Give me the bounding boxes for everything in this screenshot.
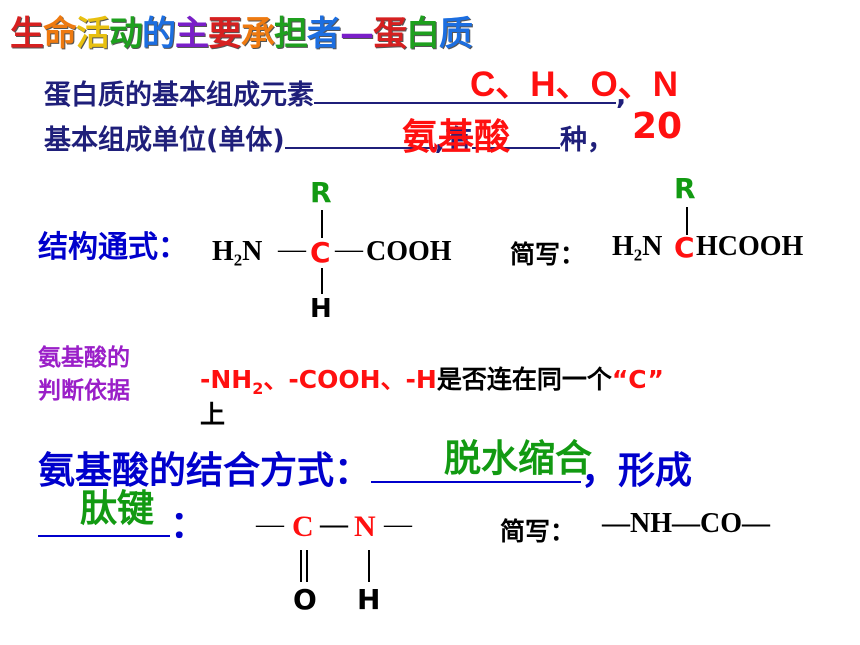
unit-question-mid: ,有: [434, 125, 472, 156]
peptide-short-formula: —NH—CO—: [602, 508, 770, 539]
peptide-c: C: [292, 510, 314, 543]
title-char: 担: [274, 14, 308, 54]
unit-blank: [284, 123, 435, 149]
short-formula-central-c: C: [674, 231, 695, 264]
criterion-sub: 2: [252, 379, 264, 398]
title-char: 活: [76, 14, 110, 54]
bond-question-end: ：: [170, 503, 207, 546]
peptide-nh-bond: [368, 550, 370, 582]
peptide-bond-mid: —: [320, 509, 348, 540]
peptide-o: O: [293, 583, 317, 616]
criterion-question: 是否连在同一个: [436, 365, 612, 394]
elements-question-text: 蛋白质的基本组成元素: [44, 80, 314, 111]
title-char: 质: [439, 14, 473, 54]
peptide-double-bond-1: [300, 550, 302, 582]
peptide-short-label: 简写：: [500, 517, 576, 546]
criterion-groups: 、-COOH、-H: [263, 365, 437, 394]
criterion-text: -NH2、-COOH、-H是否连在同一个“C”: [200, 360, 664, 398]
general-formula-bond-right: —: [335, 234, 363, 265]
title-char: 主: [175, 14, 209, 54]
bond-question: ：: [38, 494, 207, 548]
combination-blank: [371, 445, 581, 483]
general-formula-h: H: [310, 294, 332, 324]
title-char: 者: [307, 14, 341, 54]
bond-answer: 肽键: [80, 487, 154, 530]
peptide-h: H: [357, 583, 381, 616]
criterion-label-line1: 氨基酸的: [38, 345, 130, 371]
combination-question: 氨基酸的结合方式： ，形成: [38, 440, 692, 494]
elements-answer: C、H、O、N: [470, 65, 679, 104]
criterion-label-line2: 判断依据: [38, 378, 130, 404]
general-formula-bond-down: [321, 268, 323, 294]
combination-question-mid: ，形成: [581, 449, 692, 492]
elements-question-end: ,: [616, 80, 627, 111]
unit-question: 基本组成单位(单体) ,有 种，: [44, 118, 614, 157]
title-char: 白: [406, 14, 440, 54]
general-formula-carboxyl: COOH: [366, 236, 452, 267]
general-formula-central-c: C: [310, 236, 331, 269]
peptide-double-bond-2: [306, 550, 308, 582]
title-char: 命: [43, 14, 77, 54]
unit-question-end: 种，: [559, 125, 614, 156]
page-title: 生命活动的主要承担者—蛋白质: [10, 6, 473, 55]
unit-question-text: 基本组成单位(单体): [44, 125, 285, 156]
peptide-bond-right: —: [384, 509, 412, 540]
criterion-nh: -NH: [200, 365, 253, 394]
general-formula-label: 结构通式：: [38, 230, 188, 265]
criterion-label: 氨基酸的 判断依据: [38, 342, 130, 408]
short-formula-bond: [686, 207, 688, 235]
title-char: 要: [208, 14, 242, 54]
title-char: 承: [241, 14, 275, 54]
peptide-bond-left: —: [256, 509, 284, 540]
unit-answer: 氨基酸: [402, 117, 511, 158]
elements-blank: [314, 78, 616, 104]
combination-answer: 脱水缩合: [444, 437, 592, 480]
criterion-end: 上: [200, 400, 226, 429]
peptide-n: N: [354, 510, 376, 543]
title-char: 的: [142, 14, 176, 54]
bond-blank: [38, 499, 170, 537]
short-formula-amino: H₂N: [612, 231, 663, 262]
elements-question: 蛋白质的基本组成元素,: [44, 73, 626, 112]
title-char: 蛋: [373, 14, 407, 54]
general-formula-bond-up: [321, 210, 323, 238]
combination-question-text: 氨基酸的结合方式：: [38, 449, 371, 492]
title-char: 动: [109, 14, 143, 54]
short-formula-label: 简写：: [510, 240, 586, 269]
short-formula-rest: HCOOH: [696, 231, 804, 262]
criterion-quoted-c: “C”: [611, 365, 664, 394]
general-formula-bond-left: —: [278, 234, 306, 265]
title-char: —: [340, 14, 374, 54]
general-formula-amino: H₂N: [212, 236, 263, 267]
count-blank: [471, 123, 560, 149]
title-char: 生: [10, 14, 44, 54]
short-formula-r: R: [674, 172, 696, 205]
general-formula-r: R: [310, 176, 332, 209]
count-answer: 20: [632, 106, 683, 147]
